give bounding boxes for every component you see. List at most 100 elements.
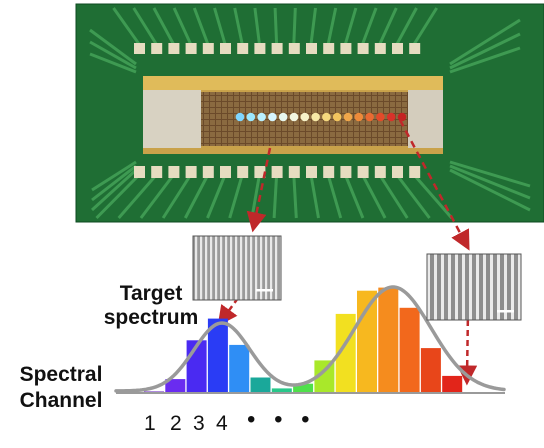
channel-bar (378, 287, 399, 393)
trace-bottom (139, 174, 175, 219)
bond-pad-bottom (168, 166, 180, 178)
trace-top (292, 7, 297, 45)
bond-pad-bottom (392, 166, 403, 178)
channel-bar (250, 377, 271, 393)
trace-top (132, 7, 158, 45)
channel-number-3: 3 (193, 412, 205, 435)
target-label-line2: spectrum (103, 306, 199, 329)
trace-top (412, 7, 438, 45)
bond-pad-bottom (271, 166, 283, 178)
filter-dot (376, 112, 385, 122)
trace-top (112, 7, 141, 45)
trace-side (449, 164, 531, 200)
trace-top (192, 7, 210, 45)
trace-side (91, 164, 137, 202)
trace-bottom (272, 174, 279, 219)
filter-dot (386, 112, 396, 122)
die-left-block (143, 90, 201, 148)
bond-pad-top (306, 43, 317, 54)
trace-bottom (228, 174, 244, 219)
spectral-label-line2: Channel (19, 389, 103, 412)
bond-pad-top (357, 43, 369, 54)
bond-pad-top (220, 43, 231, 54)
filter-dot (365, 112, 374, 122)
filter-dot (311, 112, 320, 122)
trace-bottom (361, 174, 387, 219)
bond-pad-bottom (357, 166, 369, 178)
trace-side (89, 28, 137, 66)
bond-pad-top (409, 43, 421, 54)
channel-number-2: 2 (170, 412, 182, 435)
channel-bar (314, 360, 335, 393)
trace-top (309, 7, 317, 45)
die-right-block (408, 90, 443, 148)
trace-bottom (344, 174, 365, 219)
bond-pad-bottom (306, 166, 317, 178)
filter-dot (257, 112, 266, 122)
trace-bottom (161, 174, 192, 219)
trace-bottom (183, 174, 210, 219)
bond-pad-bottom (202, 166, 214, 178)
spectral-channel-bars (144, 287, 463, 394)
trace-top (152, 7, 175, 45)
channel-bar (207, 318, 228, 393)
channel-bar (271, 388, 292, 394)
bond-pad-top (168, 43, 180, 54)
trace-top (172, 7, 192, 45)
bond-pad-bottom (340, 166, 352, 178)
bond-pad-bottom (409, 166, 421, 178)
trace-side (89, 40, 137, 70)
trace-bottom (309, 174, 320, 219)
trace-top (343, 7, 358, 45)
bond-pad-top (323, 43, 335, 54)
filter-dot (322, 112, 331, 122)
filter-dot (246, 112, 256, 122)
sem-inset-right (426, 253, 522, 321)
arrow-to-left-inset (246, 147, 272, 233)
bond-pad-bottom (134, 166, 145, 178)
bond-pad-bottom (374, 166, 386, 178)
channel-bar (229, 344, 250, 393)
spectral-label-line1: Spectral (19, 363, 103, 386)
trace-top (233, 7, 244, 45)
bond-pad-bottom (220, 166, 231, 178)
trace-bottom (117, 174, 158, 219)
filter-dot (235, 112, 245, 122)
scale-bar-left (256, 289, 273, 292)
bond-pad-top (271, 43, 283, 54)
channel-bar (442, 375, 463, 393)
target-spectrum-label: Target spectrum (92, 282, 210, 330)
filter-dot (268, 112, 277, 122)
scale-bar-right (497, 310, 514, 313)
bond-pad-top (151, 43, 163, 54)
bond-pad-top (392, 43, 403, 54)
trace-bottom (395, 174, 431, 219)
filter-dot (397, 112, 407, 122)
trace-side (449, 46, 521, 74)
channel-bar (420, 348, 441, 394)
trace-side (449, 160, 531, 188)
target-label-line1: Target (119, 282, 183, 305)
trace-top (378, 7, 398, 45)
trace-side (91, 160, 137, 192)
bond-pad-bottom (151, 166, 163, 178)
chip-photo (75, 3, 544, 223)
trace-bottom (413, 174, 453, 219)
filter-dot (300, 112, 310, 122)
bottom-bond-pads (134, 166, 421, 178)
arrow-inset-to-channel-4 (217, 297, 240, 327)
bond-pad-bottom (323, 166, 335, 178)
bond-pad-bottom (185, 166, 197, 178)
trace-side (449, 32, 521, 70)
bond-pad-top (288, 43, 300, 54)
bond-pad-top (374, 43, 386, 54)
trace-top (253, 7, 261, 45)
filter-dot (278, 112, 288, 122)
target-spectrum-curve (114, 285, 506, 393)
filter-dot (289, 112, 299, 122)
bond-pad-bottom (254, 166, 266, 178)
bond-pad-top (202, 43, 214, 54)
chip-traces (89, 7, 531, 220)
trace-bottom (326, 174, 343, 219)
